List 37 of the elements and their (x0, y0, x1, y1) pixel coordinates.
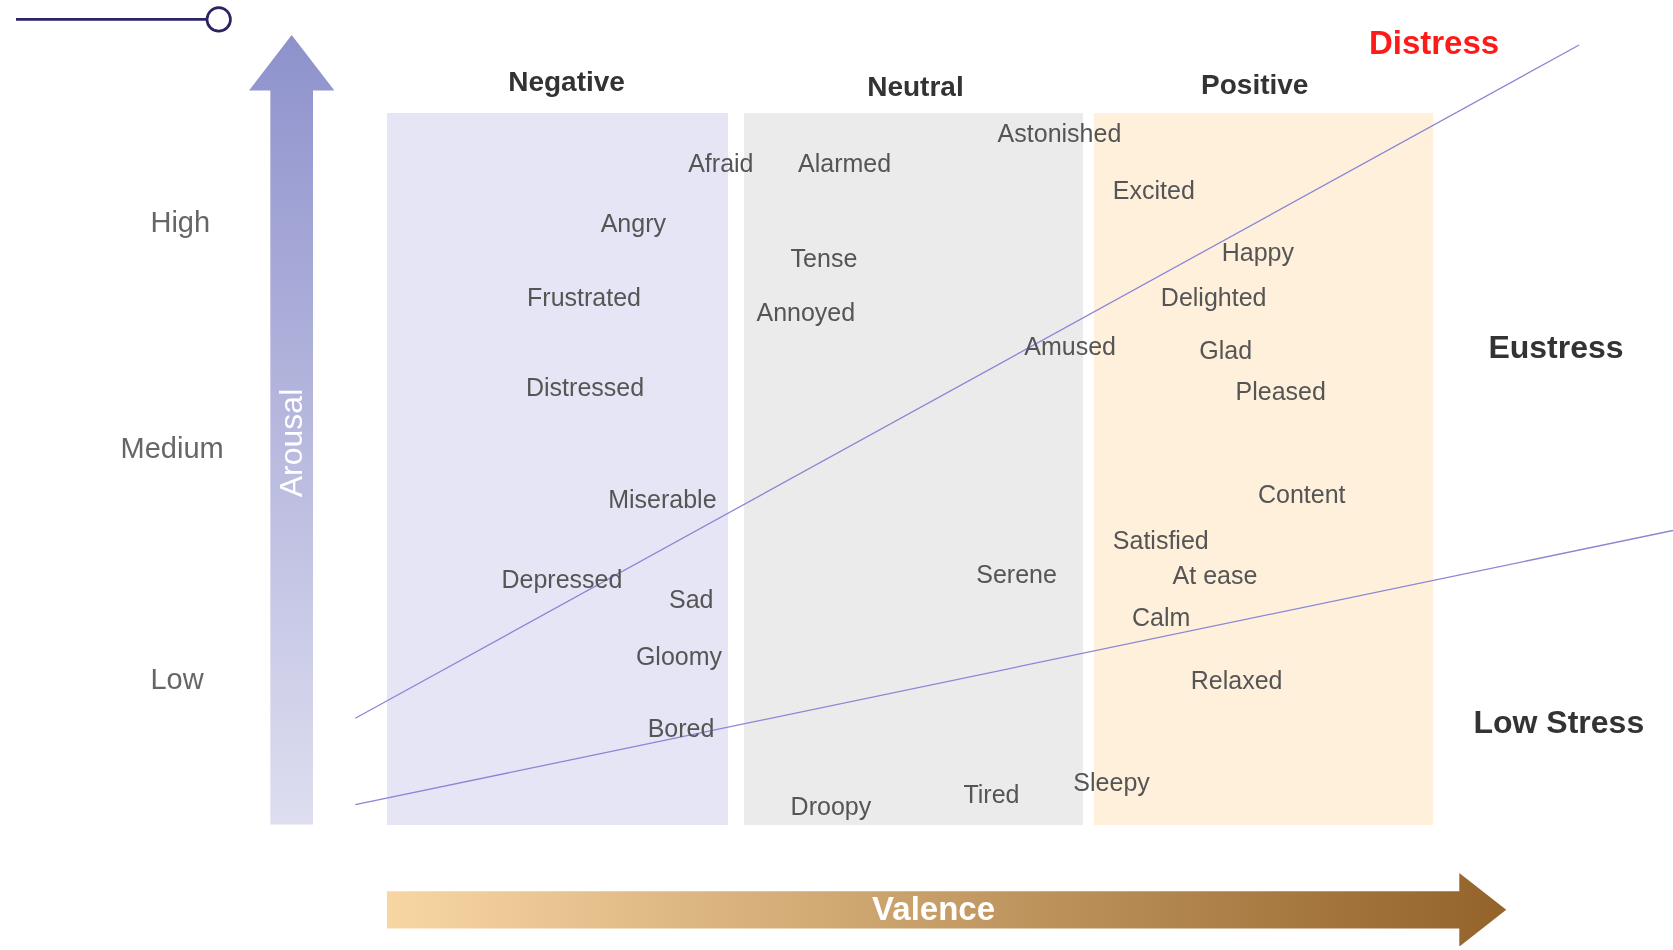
emotion-label: Satisfied (1112, 527, 1209, 553)
emotion-label: Angry (600, 210, 666, 236)
emotion-label: Sad (669, 586, 714, 612)
emotion-label: Serene (976, 561, 1057, 587)
emotion-label: Delighted (1160, 284, 1267, 310)
zone-label: Low Stress (1473, 706, 1645, 739)
emotion-label: At ease (1172, 562, 1258, 588)
axis-level-label: High (150, 207, 211, 237)
emotion-label: Pleased (1235, 378, 1326, 403)
emotion-label: Bored (647, 715, 715, 741)
emotion-label: Annoyed (756, 299, 856, 325)
column-heading: Positive (1201, 68, 1309, 103)
axis-title: Valence (872, 889, 996, 930)
column-heading: Neutral (867, 70, 964, 105)
emotion-label: Gloomy (635, 643, 723, 669)
column-heading: Negative (508, 65, 625, 100)
axis-level-label: Low (150, 664, 204, 694)
zone-label: Eustress (1488, 330, 1624, 363)
emotion-label: Tired (963, 781, 1020, 807)
emotion-label: Sleepy (1073, 769, 1150, 795)
emotion-label: Miserable (608, 486, 717, 512)
emotion-label: Excited (1112, 177, 1195, 203)
axis-level-label: Medium (120, 433, 224, 463)
axis-title: Arousal (272, 388, 311, 498)
emotion-label: Distressed (526, 374, 645, 400)
emotion-label: Relaxed (1190, 667, 1283, 693)
emotion-label: Calm (1132, 604, 1191, 630)
emotion-label: Astonished (997, 120, 1122, 146)
emotion-label: Droopy (790, 793, 872, 819)
emotion-label: Frustrated (527, 284, 641, 310)
emotion-label: Afraid (688, 150, 754, 176)
emotion-label: Happy (1221, 239, 1294, 265)
emotion-label: Tense (790, 245, 858, 271)
zone-label: Distress (1368, 25, 1500, 59)
emotion-label: Glad (1199, 337, 1253, 363)
emotion-label: Content (1257, 481, 1346, 507)
emotion-label: Alarmed (798, 150, 892, 176)
